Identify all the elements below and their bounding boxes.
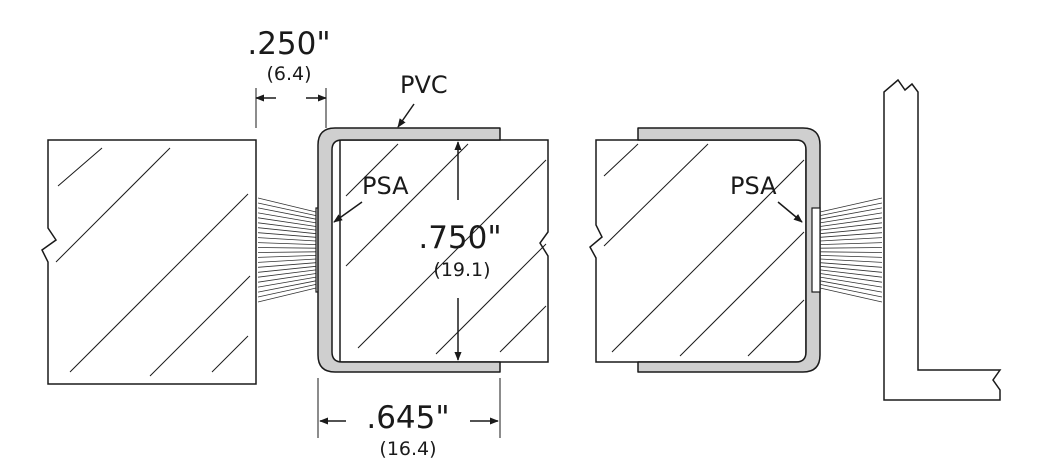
brush-fiber	[257, 242, 317, 245]
brush-fiber	[819, 276, 883, 288]
dimension-250-value: .250"	[247, 26, 330, 62]
brush-fiber	[257, 197, 317, 213]
brush-fiber	[257, 217, 317, 227]
pvc-label: PVC	[400, 71, 448, 99]
brush-fiber	[819, 232, 883, 238]
brush-fiber	[819, 212, 883, 224]
brush-fiber	[819, 222, 883, 231]
psa-strip-right	[811, 207, 821, 293]
brush-fiber	[819, 227, 883, 235]
brush-fiber	[819, 284, 883, 298]
dimension-750-metric: (19.1)	[433, 259, 490, 281]
brush-fiber	[257, 273, 317, 283]
brush-fiber	[819, 280, 883, 293]
brush-fiber	[257, 265, 317, 273]
dimension-645-value: .645"	[366, 400, 449, 436]
brush-fiber	[257, 258, 317, 263]
dimension-645-metric: (16.4)	[379, 438, 436, 460]
brush-fiber	[257, 212, 317, 224]
brush-fiber	[257, 284, 317, 298]
brush-fiber	[257, 262, 317, 268]
brush-fiber	[819, 269, 883, 278]
brush-fiber	[257, 202, 317, 216]
brush-fiber	[819, 207, 883, 220]
brush-fiber	[819, 242, 883, 245]
brush-fiber	[257, 222, 317, 231]
brush-fiber	[257, 255, 317, 258]
brush-fiber	[819, 265, 883, 273]
brush-fiber	[257, 227, 317, 235]
pvc-u-channel-right	[637, 127, 821, 373]
brush-fiber	[819, 273, 883, 283]
dimension-250	[255, 88, 327, 128]
brush-fiber	[257, 251, 317, 253]
brush-fiber	[257, 237, 317, 242]
middle-glass-panel	[339, 139, 549, 363]
brush-fiber	[257, 247, 317, 249]
pvc-leader	[397, 103, 415, 128]
psa-label-left: PSA	[362, 172, 409, 200]
brush-fiber	[257, 232, 317, 238]
brush-fiber	[257, 280, 317, 293]
right-glass-panel	[589, 139, 807, 363]
psa-leader-left-line	[333, 201, 363, 223]
psa-label-right: PSA	[730, 172, 777, 200]
brush-seal-left	[257, 197, 317, 303]
brush-fiber	[819, 262, 883, 268]
dimension-645	[317, 378, 501, 438]
dimension-250-metric: (6.4)	[266, 63, 311, 85]
brush-seal-right	[819, 197, 883, 303]
brush-fiber	[257, 287, 317, 303]
left-glass-panel	[41, 139, 257, 385]
brush-fiber	[819, 255, 883, 258]
brush-fiber	[257, 207, 317, 220]
brush-fiber	[819, 197, 883, 213]
brush-fiber	[819, 258, 883, 263]
brush-fiber	[257, 269, 317, 278]
brush-fiber	[819, 202, 883, 216]
psa-leader-right	[777, 201, 803, 223]
brush-fiber	[819, 251, 883, 253]
brush-fiber	[819, 287, 883, 303]
brush-fiber	[819, 247, 883, 249]
brush-fiber	[257, 276, 317, 288]
wall-frame-profile	[883, 78, 1002, 401]
brush-fiber	[819, 217, 883, 227]
brush-fiber	[819, 237, 883, 242]
dimension-750-value: .750"	[418, 220, 501, 256]
pvc-u-channel-middle	[317, 127, 501, 373]
